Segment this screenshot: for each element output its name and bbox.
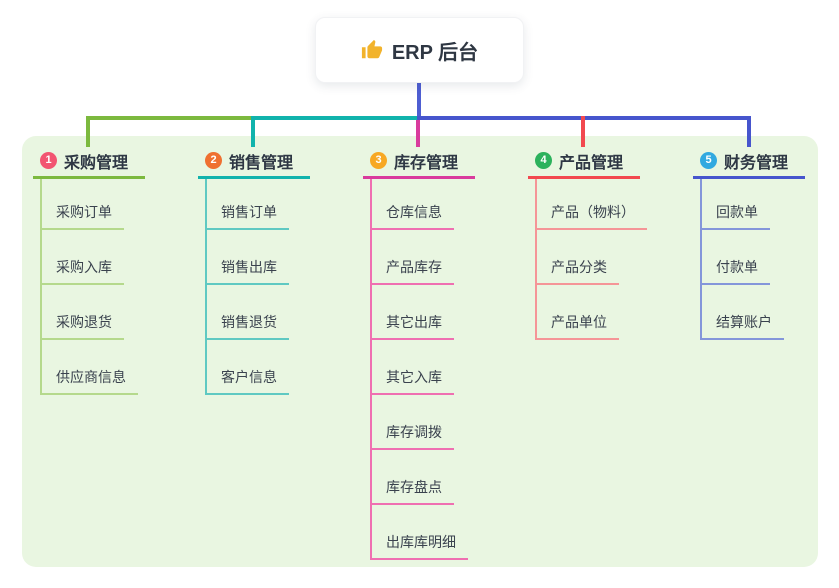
children-connector-line — [205, 179, 207, 395]
branch-title-node[interactable]: 4 产品管理 — [528, 145, 640, 179]
child-node-label: 销售订单 — [205, 202, 289, 230]
child-node-label: 客户信息 — [205, 367, 289, 395]
branch-title-label: 销售管理 — [229, 154, 294, 172]
branch-number-badge: 1 — [40, 152, 57, 169]
branch-children: 销售订单销售出库销售退货客户信息 — [198, 179, 358, 395]
branch-sales: 2 销售管理 销售订单销售出库销售退货客户信息 — [198, 145, 358, 395]
child-node-label: 产品分类 — [535, 257, 619, 285]
children-connector-line — [700, 179, 702, 340]
branch-purchase: 1 采购管理 采购订单采购入库采购退货供应商信息 — [33, 145, 193, 395]
branch-children: 产品（物料） 产品分类产品单位 — [528, 179, 688, 340]
child-node-label: 结算账户 — [700, 312, 784, 340]
child-node-label: 付款单 — [700, 257, 770, 285]
branch-number-badge: 4 — [535, 152, 552, 169]
child-node-label: 产品库存 — [370, 257, 454, 285]
branch-title-node[interactable]: 5 财务管理 — [693, 145, 805, 179]
child-node-label: 产品（物料） — [535, 202, 647, 230]
branch-title-node[interactable]: 1 采购管理 — [33, 145, 145, 179]
branch-drop-line — [251, 116, 255, 147]
bus-line-segment-teal — [255, 116, 417, 120]
branch-drop-line — [747, 116, 751, 147]
children-connector-line — [535, 179, 537, 340]
child-node[interactable]: 付款单 — [700, 230, 839, 285]
child-node[interactable]: 采购退货 — [40, 285, 193, 340]
child-node[interactable]: 采购订单 — [40, 179, 193, 230]
bus-line-segment-green — [86, 116, 255, 120]
thumbs-up-icon — [361, 39, 382, 59]
branch-drop-line — [581, 116, 585, 147]
child-node-label: 仓库信息 — [370, 202, 454, 230]
child-node[interactable]: 销售出库 — [205, 230, 358, 285]
branch-number-badge: 2 — [205, 152, 222, 169]
child-node[interactable]: 供应商信息 — [40, 340, 193, 395]
branch-title-label: 财务管理 — [724, 154, 789, 172]
branch-finance: 5 财务管理 回款单付款单结算账户 — [693, 145, 839, 340]
child-node[interactable]: 客户信息 — [205, 340, 358, 395]
branch-children: 回款单付款单结算账户 — [693, 179, 839, 340]
branch-children: 采购订单采购入库采购退货供应商信息 — [33, 179, 193, 395]
children-connector-line — [370, 179, 372, 560]
branch-inventory: 3 库存管理 仓库信息产品库存其它出库其它入库库存调拨库存盘点出库库明细 — [363, 145, 523, 560]
branch-product: 4 产品管理 产品（物料） 产品分类产品单位 — [528, 145, 688, 340]
branch-title-label: 采购管理 — [64, 154, 129, 172]
child-node[interactable]: 产品（物料） — [535, 179, 688, 230]
child-node-label: 其它出库 — [370, 312, 454, 340]
branch-title-node[interactable]: 3 库存管理 — [363, 145, 475, 179]
branch-drop-line — [86, 116, 90, 147]
child-node[interactable]: 产品库存 — [370, 230, 523, 285]
child-node-label: 库存盘点 — [370, 477, 454, 505]
branch-number-badge: 5 — [700, 152, 717, 169]
child-node-label: 销售退货 — [205, 312, 289, 340]
branch-children: 仓库信息产品库存其它出库其它入库库存调拨库存盘点出库库明细 — [363, 179, 523, 560]
child-node[interactable]: 库存盘点 — [370, 450, 523, 505]
child-node-label: 采购入库 — [40, 257, 124, 285]
root-node[interactable]: ERP 后台 — [315, 17, 524, 83]
child-node[interactable]: 采购入库 — [40, 230, 193, 285]
branch-drop-line — [416, 120, 420, 147]
child-node[interactable]: 出库库明细 — [370, 505, 523, 560]
child-node[interactable]: 库存调拨 — [370, 395, 523, 450]
branch-number-badge: 3 — [370, 152, 387, 169]
child-node-label: 产品单位 — [535, 312, 619, 340]
children-connector-line — [40, 179, 42, 395]
child-node-label: 采购退货 — [40, 312, 124, 340]
child-node-label: 采购订单 — [40, 202, 124, 230]
child-node[interactable]: 回款单 — [700, 179, 839, 230]
child-node-label: 库存调拨 — [370, 422, 454, 450]
child-node-label: 销售出库 — [205, 257, 289, 285]
root-node-label: ERP 后台 — [391, 41, 479, 64]
background-panel — [22, 136, 818, 567]
child-node-label: 出库库明细 — [370, 532, 468, 560]
child-node[interactable]: 销售订单 — [205, 179, 358, 230]
child-node[interactable]: 结算账户 — [700, 285, 839, 340]
child-node[interactable]: 销售退货 — [205, 285, 358, 340]
child-node-label: 回款单 — [700, 202, 770, 230]
child-node[interactable]: 产品分类 — [535, 230, 688, 285]
child-node[interactable]: 产品单位 — [535, 285, 688, 340]
branch-title-label: 库存管理 — [394, 154, 459, 172]
branch-title-node[interactable]: 2 销售管理 — [198, 145, 310, 179]
child-node-label: 供应商信息 — [40, 367, 138, 395]
child-node[interactable]: 仓库信息 — [370, 179, 523, 230]
child-node[interactable]: 其它入库 — [370, 340, 523, 395]
root-connector-line — [417, 83, 421, 120]
child-node[interactable]: 其它出库 — [370, 285, 523, 340]
child-node-label: 其它入库 — [370, 367, 454, 395]
branch-title-label: 产品管理 — [559, 154, 624, 172]
